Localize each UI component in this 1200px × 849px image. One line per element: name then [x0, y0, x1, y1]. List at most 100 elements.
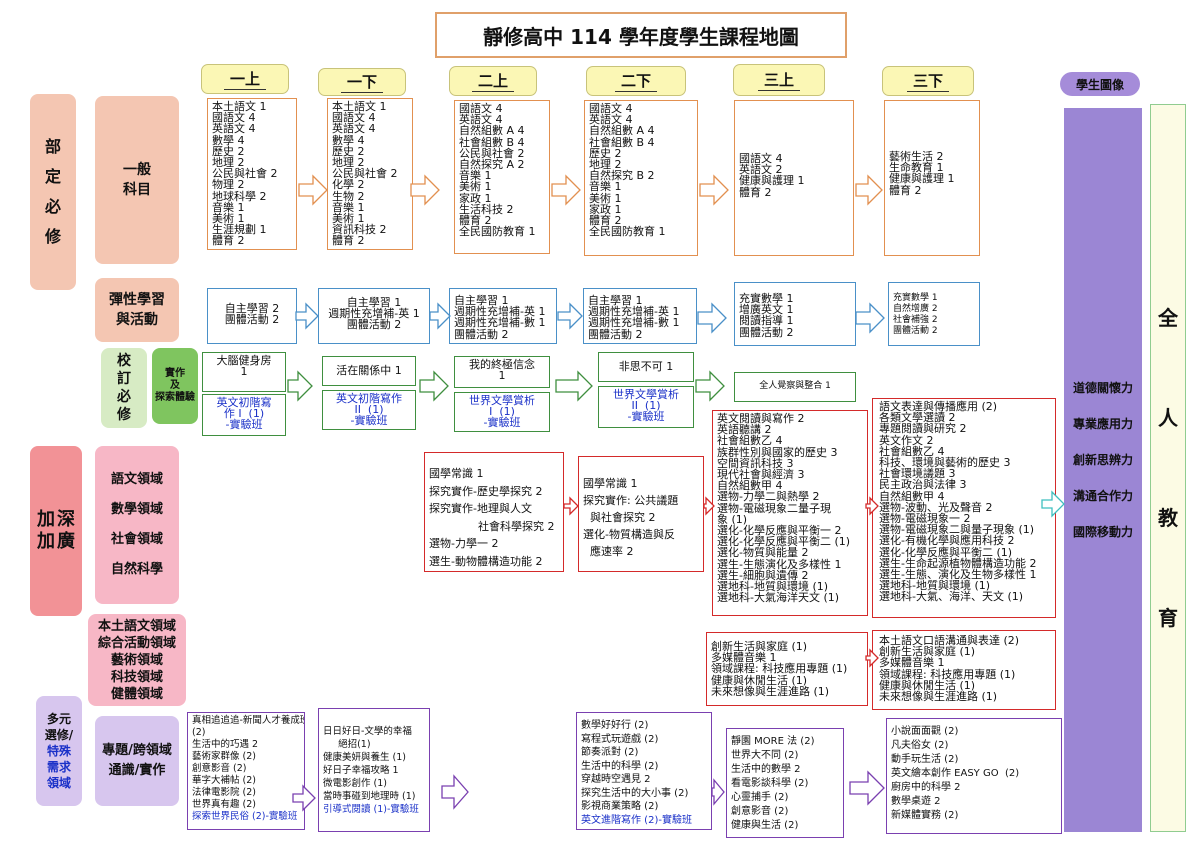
course-line: 家政 1: [589, 202, 622, 216]
arrow-right-icon: [292, 784, 316, 812]
course-line: 多媒體音樂 1: [879, 656, 945, 670]
course-line: 英文閱讀與寫作 2: [717, 412, 805, 425]
course-line: 選物-電磁現象二與量子現象 (1): [879, 523, 1035, 537]
course-line: 專題閱讀與研究 2: [879, 422, 967, 436]
course-line: 藝術生活 2: [889, 150, 944, 163]
course-line: 選化-物質與能量 2: [717, 546, 809, 560]
course-line: 社會組數 B 4: [589, 135, 655, 149]
domain-item: 語文領域: [110, 472, 163, 487]
course-line: 選生-細胞與遺傳 2: [717, 568, 809, 582]
course-line: 世界大不同 (2): [731, 750, 799, 761]
char: 部: [44, 137, 61, 156]
course-line: 健康與護理 1: [739, 174, 805, 188]
grade-2b: 二下: [586, 66, 686, 96]
course-line: 生涯規劃 1: [212, 223, 267, 237]
course-line: 選化-化學反應與平衡一 2: [717, 524, 842, 538]
course-line: 探究實作-地理與人文: [429, 502, 532, 515]
char: 領域: [46, 776, 71, 790]
course-line: 健康與休閒生活 (1): [711, 673, 808, 687]
course-line: 公民與社會 2: [459, 146, 525, 160]
domain-item: 藝術領域: [110, 652, 163, 668]
course-line: 地理 2: [589, 158, 622, 172]
course-line: 歷史 2: [212, 144, 245, 158]
arrow-right-icon: [557, 302, 583, 330]
char: 深: [57, 509, 75, 530]
course-line: 增廣英文 1: [739, 303, 794, 317]
course-line: 微電影創作 (1): [323, 778, 387, 789]
course-line: 選化-化學反應與平衡二 (1): [879, 545, 1013, 559]
course-line: 看電影談科學 (2): [731, 778, 809, 789]
portrait-item: 道德關懷力: [1072, 381, 1133, 395]
course-line: 社會組數 B 4: [459, 135, 525, 149]
course-line: 創意影音 (2): [192, 763, 247, 774]
course-line: 團體活動 2: [739, 325, 794, 339]
label-bu-ding: 部 定 必 修: [30, 94, 76, 290]
course-line: 廚房中的科學 2: [891, 782, 961, 793]
course-line: 選物-力學二與熱學 2: [717, 490, 820, 504]
course-line: 美術 1: [212, 212, 245, 226]
course-line: 生活中的巧遇 2: [192, 739, 259, 750]
course-line: 國語文 4: [739, 152, 783, 165]
course-line: 資訊科技 2: [332, 223, 387, 237]
course-line: 選化-物質構造與反: [583, 528, 675, 541]
course-line: 法律電影院 (2): [192, 787, 256, 798]
course-line: 英文作文 2: [879, 433, 934, 447]
course-line: 選生-生態演化及多樣性 1: [717, 557, 842, 571]
course-line: 體育 2: [589, 214, 622, 228]
course-line: 本土語文口語溝通與表達 (2): [879, 634, 1020, 647]
course-line: 體育 2: [212, 234, 245, 248]
char: 選修/: [44, 728, 74, 742]
course-line: 英語文 4: [332, 122, 376, 136]
portrait-item: 國際移動力: [1072, 525, 1133, 539]
whole-person-column: 全 人 教 育: [1150, 104, 1186, 832]
course-line: 國語文 4: [459, 102, 503, 115]
course-line: 領域課程: 科技應用專題 (1): [879, 667, 1016, 681]
domain-item: 社會領域: [110, 532, 163, 547]
course-line: 週期性充增補-英 1: [328, 307, 420, 321]
course-line: 團體活動 2: [893, 326, 938, 336]
course-line: 探究實作: 公共議題: [583, 494, 679, 507]
course-line: 選地科-大氣、海洋、天文 (1): [879, 590, 1024, 604]
domain-item: 綜合活動領域: [97, 635, 176, 651]
course-line: 體育 2: [739, 185, 772, 199]
course-line: 選化-有機化學與應用科技 2: [879, 534, 1015, 548]
course-line: 選生-生態、演化及生物多樣性 1: [879, 568, 1037, 582]
course-line: 英語文 4: [589, 113, 633, 127]
school-exp-box-2a: 世界文學賞析 I (1) -實驗班: [454, 392, 550, 432]
arrow-right-icon: [855, 174, 883, 206]
course-line: 美術 1: [332, 212, 365, 226]
course-line: 體育 2: [332, 234, 365, 248]
grade-label: 二下: [614, 70, 657, 92]
arrows-school: [287, 370, 725, 402]
course-line: 歷史 2: [332, 144, 365, 158]
course-line: 科技、環境與藝術的歷史 3: [879, 456, 1011, 470]
arrow-right-icon: [429, 302, 451, 330]
course-line: 數學桌遊 2: [891, 796, 941, 807]
course-line: 自主學習 1: [346, 296, 402, 309]
course-line: 生活中的科學 (2): [581, 760, 659, 772]
arrows-multi: [292, 770, 885, 812]
course-line: 現代社會與經濟 3: [717, 468, 805, 482]
course-line: 健康與護理 1: [889, 172, 955, 186]
course-line: 地球科學 2: [212, 189, 267, 203]
domain-item: 科技領域: [110, 669, 163, 685]
course-line: 英文進階寫作 (2)-實驗班: [581, 814, 692, 826]
course-line: 數學好好行 (2): [581, 720, 649, 731]
course-line: 體育 2: [459, 214, 492, 228]
course-line: 選地科-地質與環境 (1): [879, 579, 991, 593]
course-line: 自然探究 B 2: [589, 169, 655, 183]
arrow-right-icon: [295, 302, 319, 330]
char: 多元: [46, 712, 71, 726]
course-line: 新媒體實務 (2): [891, 810, 959, 821]
